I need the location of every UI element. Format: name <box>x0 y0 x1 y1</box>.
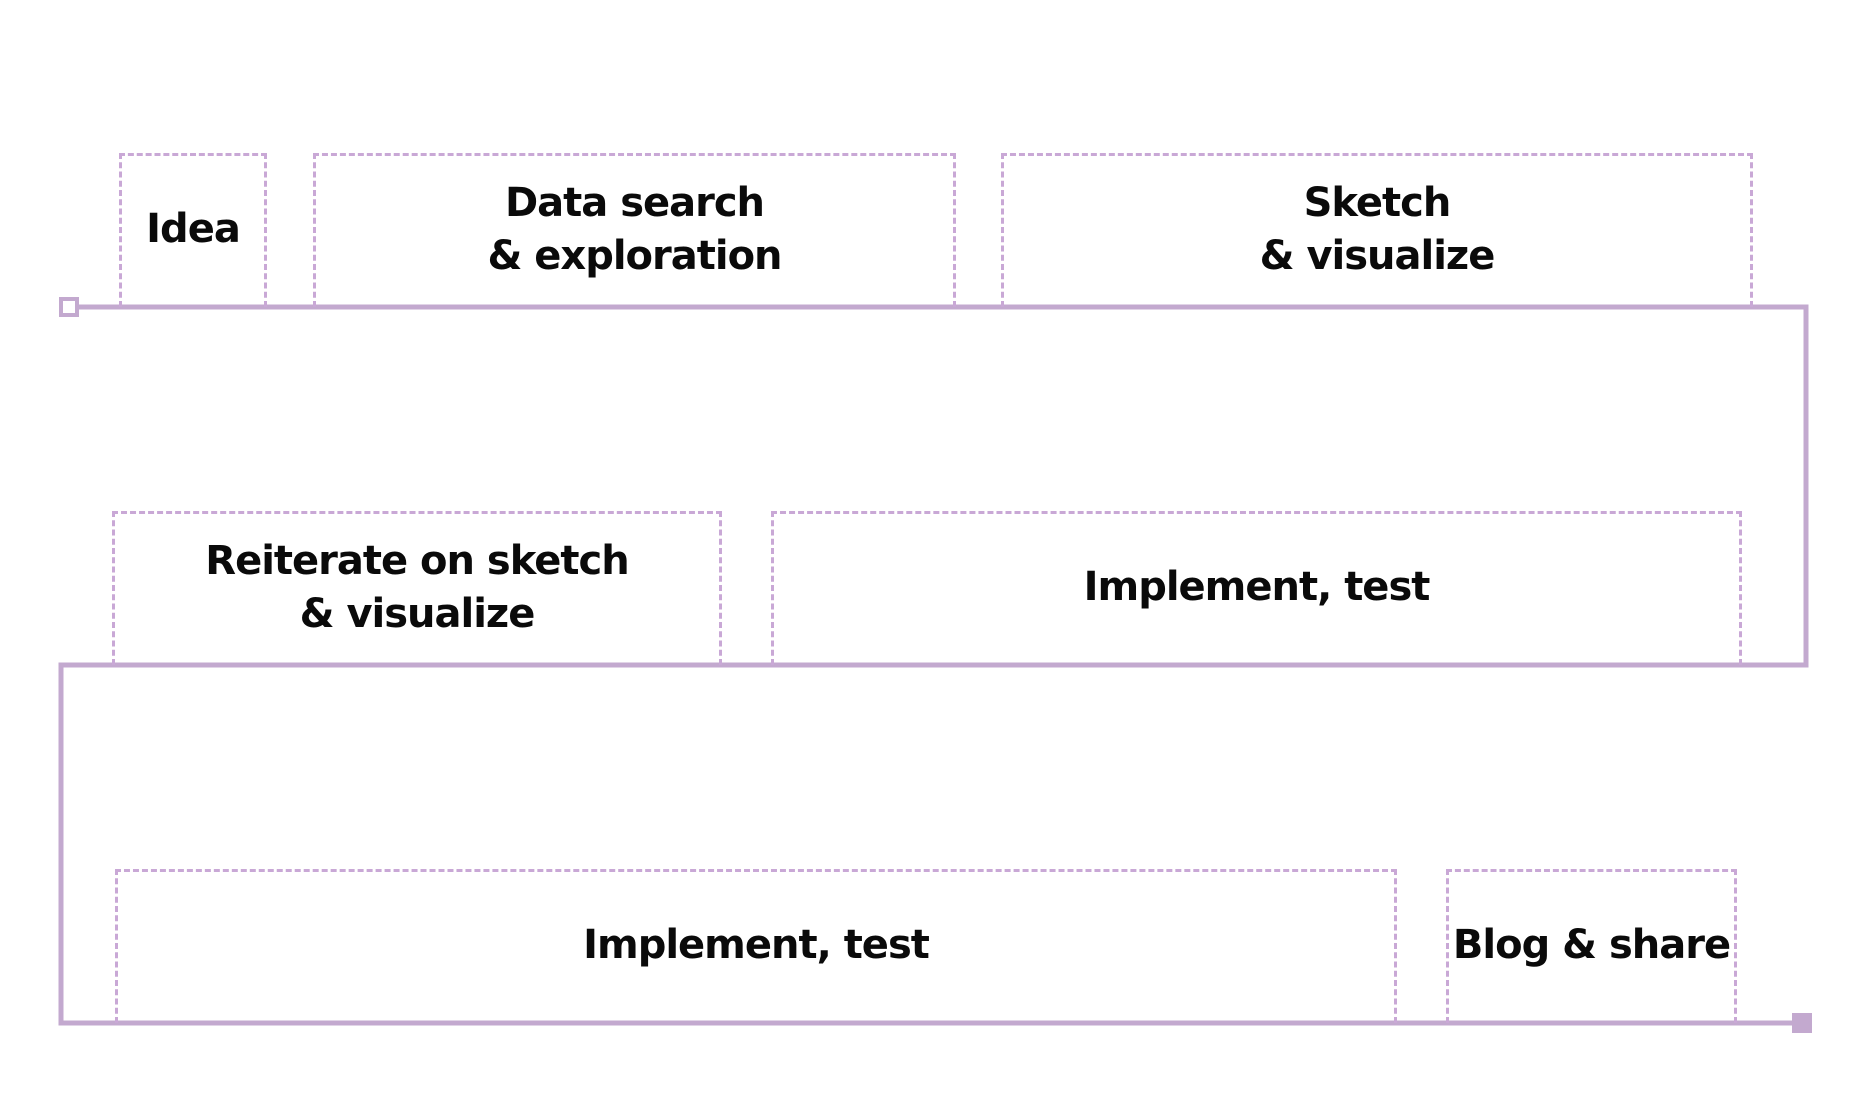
end-marker <box>1792 1013 1812 1033</box>
stage-data-search-label: Data search & exploration <box>487 179 782 279</box>
stage-implement-test-1-label: Implement, test <box>1083 564 1431 610</box>
stage-reiterate-label: Reiterate on sketch & visualize <box>205 537 629 637</box>
stage-implement-test-2-label: Implement, test <box>583 922 930 968</box>
stage-idea-label: Idea <box>146 206 241 252</box>
workflow-path-line <box>58 304 1809 1026</box>
stage-blog-share-label: Blog & share <box>1452 922 1731 968</box>
stage-idea: Idea <box>119 153 267 307</box>
stage-implement-test-1: Implement, test <box>771 511 1742 665</box>
stage-reiterate: Reiterate on sketch & visualize <box>112 511 722 665</box>
stage-data-search: Data search & exploration <box>313 153 956 307</box>
stage-sketch: Sketch & visualize <box>1001 153 1753 307</box>
stage-sketch-label: Sketch & visualize <box>1259 179 1496 279</box>
start-marker <box>59 297 79 317</box>
stage-blog-share: Blog & share <box>1446 869 1737 1023</box>
stage-implement-test-2: Implement, test <box>115 869 1397 1023</box>
